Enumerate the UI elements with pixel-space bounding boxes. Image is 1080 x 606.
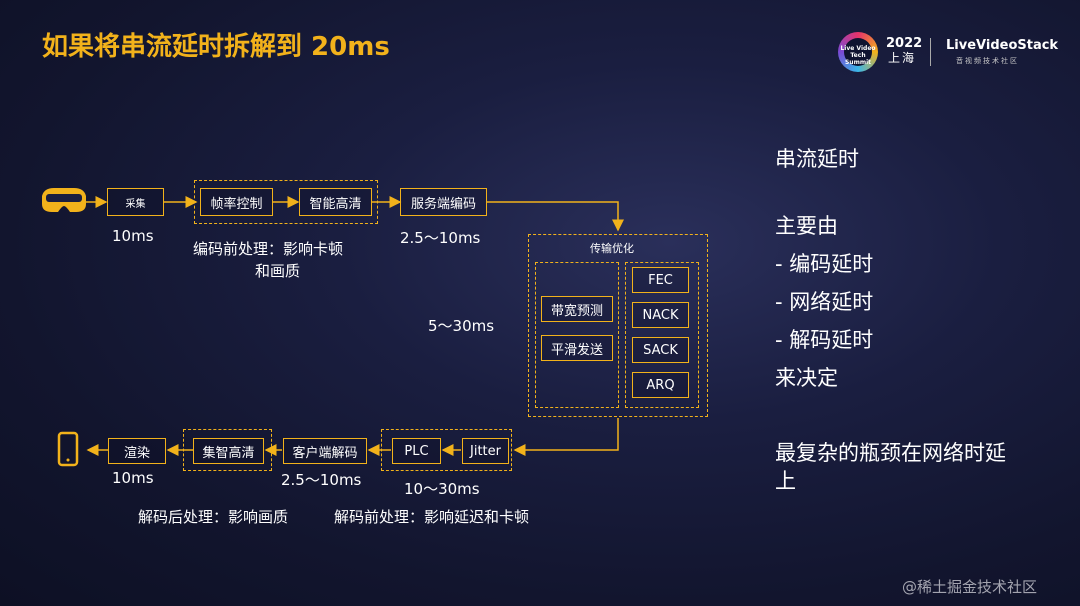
frame-rate-box: 帧率控制 <box>200 188 273 216</box>
client-decode-box: 客户端解码 <box>283 438 367 464</box>
network-time: 5～30ms <box>428 317 495 335</box>
fec-box: FEC <box>632 267 689 293</box>
vr-headset-icon <box>42 188 86 212</box>
watermark: @稀土掘金技术社区 <box>902 578 1038 596</box>
jitter-time: 10～30ms <box>404 480 480 498</box>
render-box: 渲染 <box>108 438 166 464</box>
logo-city: 上海 <box>888 51 917 65</box>
transport-group <box>528 234 708 417</box>
slide-title: 如果将串流延时拆解到 20ms <box>42 32 390 62</box>
summit-logo-icon: Live Video Tech Summit <box>838 32 878 72</box>
plc-box: PLC <box>392 438 441 464</box>
phone-icon <box>57 431 79 467</box>
right-intro: 主要由 <box>775 214 838 238</box>
logo-subtitle: 音视频技术社区 <box>956 57 1019 65</box>
logo-brand: LiveVideoStack <box>946 38 1059 53</box>
jitter-box: Jitter <box>462 438 509 464</box>
right-outro: 来决定 <box>775 366 838 390</box>
transport-title: 传输优化 <box>590 242 634 255</box>
arq-box: ARQ <box>632 372 689 398</box>
logo-year: 2022 <box>886 36 923 51</box>
smooth-send-box: 平滑发送 <box>541 335 613 361</box>
pre-decode-group <box>381 429 512 471</box>
encode-time: 2.5～10ms <box>400 229 481 247</box>
event-logo: Live Video Tech Summit 2022 上海 LiveVideo… <box>838 32 1058 72</box>
pre-encode-group <box>194 180 378 224</box>
pre-encode-note-1: 编码前处理：影响卡顿 <box>193 240 344 258</box>
server-encode-box: 服务端编码 <box>400 188 487 216</box>
right-conclusion-1: 最复杂的瓶颈在网络时延 <box>775 441 1006 465</box>
bandwidth-box: 带宽预测 <box>541 296 613 322</box>
capture-box: 采集 <box>107 188 164 216</box>
pre-encode-note-2: 和画质 <box>255 262 301 280</box>
right-item-network: - 网络延时 <box>775 290 874 314</box>
pre-decode-note: 解码前处理：影响延迟和卡顿 <box>334 508 530 526</box>
post-decode-note: 解码后处理：影响画质 <box>138 508 289 526</box>
right-item-encode: - 编码延时 <box>775 252 874 276</box>
right-conclusion-2: 上 <box>775 469 796 493</box>
recovery-group <box>625 262 699 408</box>
logo-divider <box>930 38 931 66</box>
capture-time: 10ms <box>112 227 154 245</box>
smart-hd-box-2: 集智高清 <box>193 438 264 464</box>
right-item-decode: - 解码延时 <box>775 328 874 352</box>
smart-hd-box: 智能高清 <box>299 188 372 216</box>
decode-time: 2.5～10ms <box>281 471 362 489</box>
pacing-group <box>535 262 619 408</box>
right-heading: 串流延时 <box>775 147 859 171</box>
render-time: 10ms <box>112 469 154 487</box>
sack-box: SACK <box>632 337 689 363</box>
nack-box: NACK <box>632 302 689 328</box>
post-decode-group <box>183 429 272 471</box>
